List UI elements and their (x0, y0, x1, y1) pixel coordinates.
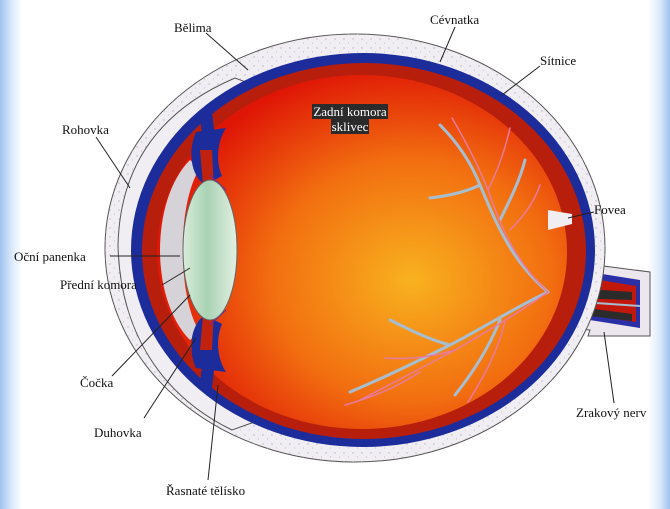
label-belima: Bělima (174, 20, 212, 35)
label-rohovka: Rohovka (62, 122, 109, 137)
label-duhovka: Duhovka (94, 425, 142, 440)
label-sitnice: Sítnice (540, 53, 576, 68)
label-rasnate-telisko: Řasnaté tělísko (166, 483, 245, 498)
label-zadni-komora-line1: Zadní komora (312, 104, 387, 119)
label-zrakovy-nerv: Zrakový nerv (576, 405, 646, 420)
leader-rohovka (96, 137, 130, 188)
label-fovea: Fovea (594, 202, 626, 217)
label-cocka: Čočka (80, 375, 113, 390)
label-ocni-panenka: Oční panenka (14, 249, 86, 264)
leader-zrakovy-nerv (604, 332, 614, 403)
lens (183, 180, 237, 320)
label-predni-komora: Přední komora (60, 277, 137, 292)
label-cevnatka: Cévnatka (430, 12, 479, 27)
label-zadni-komora-line2: sklivec (331, 119, 370, 134)
label-zadni-komora: Zadní komora sklivec (298, 104, 402, 134)
